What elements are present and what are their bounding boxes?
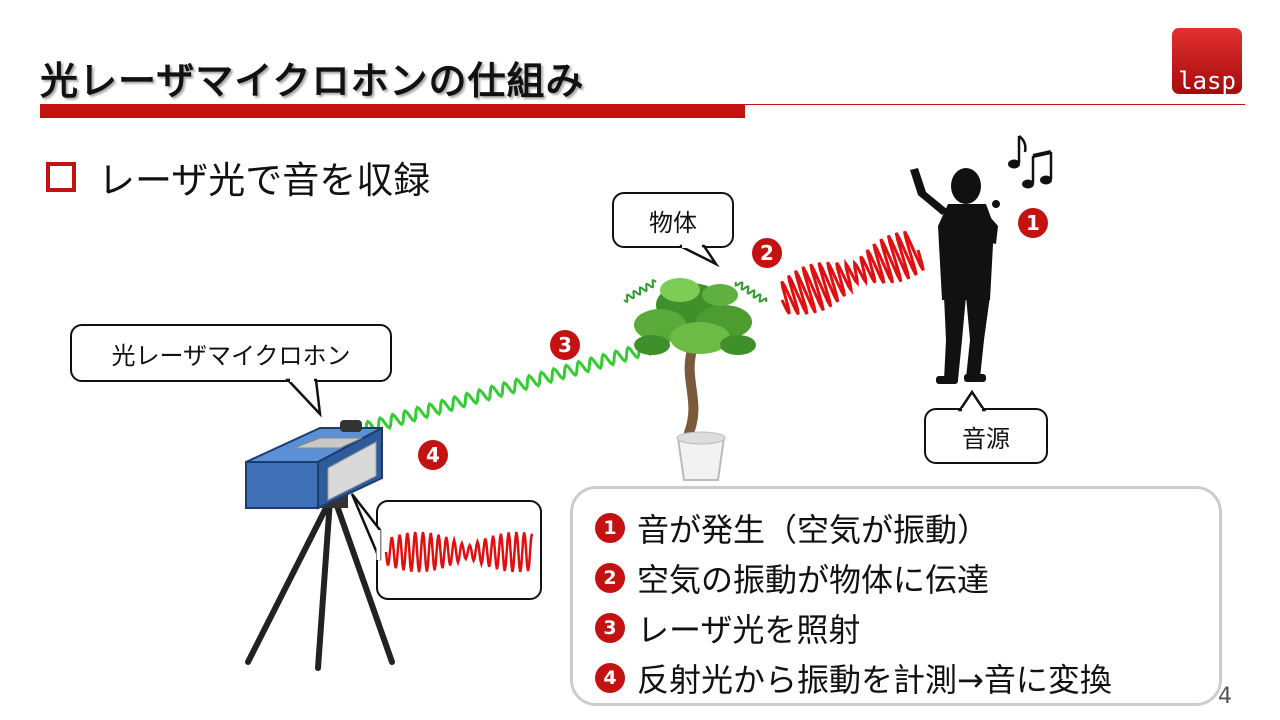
logo-text: lasp — [1178, 67, 1236, 94]
legend-number-4: 4 — [595, 663, 625, 693]
slide-title: 光レーザマイクロホンの仕組み — [40, 59, 585, 103]
marker-4: 4 — [418, 440, 448, 470]
object-callout-label: 物体 — [649, 208, 697, 237]
legend-text-1: 音が発生（空気が振動） — [637, 511, 990, 549]
plant-object — [634, 278, 756, 481]
laser-mic-callout: 光レーザマイクロホン — [70, 324, 392, 382]
marker-1: 1 — [1018, 208, 1048, 238]
marker-2: 2 — [752, 238, 782, 268]
steps-legend: 1 音が発生（空気が振動） 2 空気の振動が物体に伝達 3 レーザ光を照射 4 … — [570, 486, 1222, 706]
lasp-logo: lasp — [1172, 28, 1242, 94]
measured-signal-wave — [384, 531, 534, 573]
source-callout-label: 音源 — [962, 424, 1010, 453]
bullet-point: レーザ光で音を収録 — [46, 150, 430, 204]
legend-text-4: 反射光から振動を計測→音に変換 — [637, 661, 1112, 699]
legend-row-4: 4 反射光から振動を計測→音に変換 — [595, 653, 1219, 703]
plant-vibration-right — [734, 281, 768, 303]
music-notes-icon — [1008, 135, 1053, 189]
legend-text-2: 空気の振動が物体に伝達 — [637, 561, 990, 599]
object-callout: 物体 — [612, 192, 734, 248]
legend-text-3: レーザ光を照射 — [637, 611, 861, 649]
legend-number-3: 3 — [595, 613, 625, 643]
bullet-text: レーザ光で音を収録 — [98, 159, 431, 202]
marker-3: 3 — [550, 330, 580, 360]
legend-row-3: 3 レーザ光を照射 — [595, 603, 1219, 653]
tripod — [245, 497, 395, 671]
bullet-square-icon — [46, 162, 76, 192]
title-rule-line — [745, 104, 1245, 105]
legend-number-2: 2 — [595, 563, 625, 593]
laser-beam — [358, 334, 672, 438]
legend-row-2: 2 空気の振動が物体に伝達 — [595, 553, 1219, 603]
laser-mic-callout-label: 光レーザマイクロホン — [111, 341, 351, 370]
plant-vibration-left — [623, 279, 657, 303]
laser-microphone-device — [245, 420, 383, 510]
page-number: 4 — [1218, 684, 1232, 709]
title-underline-bar — [40, 104, 745, 118]
singer-silhouette — [910, 168, 1000, 384]
legend-number-1: 1 — [595, 513, 625, 543]
air-sound-wave — [780, 230, 925, 316]
legend-row-1: 1 音が発生（空気が振動） — [595, 503, 1219, 553]
source-callout: 音源 — [924, 408, 1048, 464]
